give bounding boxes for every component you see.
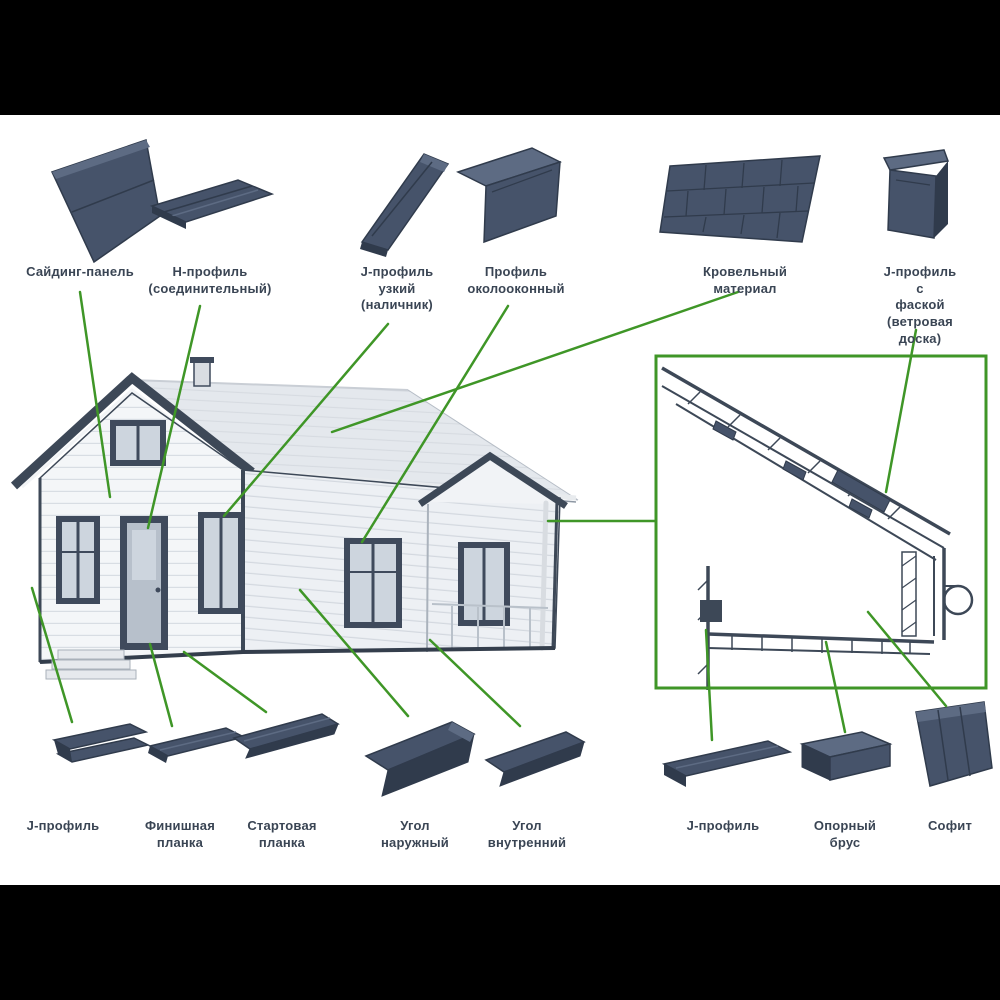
porch-steps [45, 649, 137, 680]
eave-detail-inset [661, 366, 974, 690]
side-window-1 [198, 512, 244, 614]
siding-panel-icon [50, 139, 161, 264]
label-j-profile-narrow: J-профиль узкий (наличник) [360, 264, 434, 313]
label-h-profile: Н-профиль (соединительный) [148, 264, 272, 296]
entrance-door [120, 516, 168, 650]
connector-lines [30, 290, 948, 742]
label-j-profile: J-профиль [26, 818, 100, 833]
porch-window [458, 542, 510, 626]
label-roof-material: Кровельный материал [702, 264, 788, 296]
label-j-profile-chamfer: J-профиль с фаской (ветровая доска) [883, 264, 957, 346]
label-window-profile: Профиль околооконный [467, 264, 565, 296]
house-illustration [10, 357, 579, 680]
start-strip-icon [232, 713, 340, 759]
window-surround-profile-icon [456, 147, 562, 244]
roof-vent [190, 357, 214, 387]
roof-material-icon [659, 155, 821, 243]
downpipe [539, 500, 549, 651]
label-support-beam: Опорный брус [813, 818, 877, 850]
j-profile-chamfer-icon [882, 149, 950, 239]
j-profile-detail-marker [700, 600, 722, 622]
house-gable-barge [10, 372, 255, 490]
j-profile-icon [51, 723, 151, 763]
label-start-strip: Стартовая планка [247, 818, 317, 850]
label-outer-corner: Угол наружный [380, 818, 450, 850]
inner-corner-icon [484, 731, 586, 787]
detail-inset-frame [654, 354, 988, 690]
support-beam-icon [799, 731, 893, 781]
j-profile-2-icon [661, 740, 793, 787]
outer-corner-icon [364, 721, 476, 797]
porch-railing [431, 603, 549, 648]
label-inner-corner: Угол внутренний [487, 818, 567, 850]
finish-strip-icon [147, 727, 247, 763]
j-profile-narrow-icon [360, 153, 450, 257]
front-window [56, 516, 100, 604]
h-profile-icon [149, 179, 275, 229]
chamfer-profile-detail [831, 469, 891, 513]
label-j-profile-2: J-профиль [686, 818, 760, 833]
label-siding-panel: Сайдинг-панель [26, 264, 134, 279]
attic-window [110, 420, 166, 466]
side-window-2 [344, 538, 402, 628]
soffit-icon [915, 701, 993, 787]
label-soffit: Софит [927, 818, 973, 833]
label-finish-strip: Финишная планка [144, 818, 216, 850]
porch-gable [426, 460, 562, 504]
